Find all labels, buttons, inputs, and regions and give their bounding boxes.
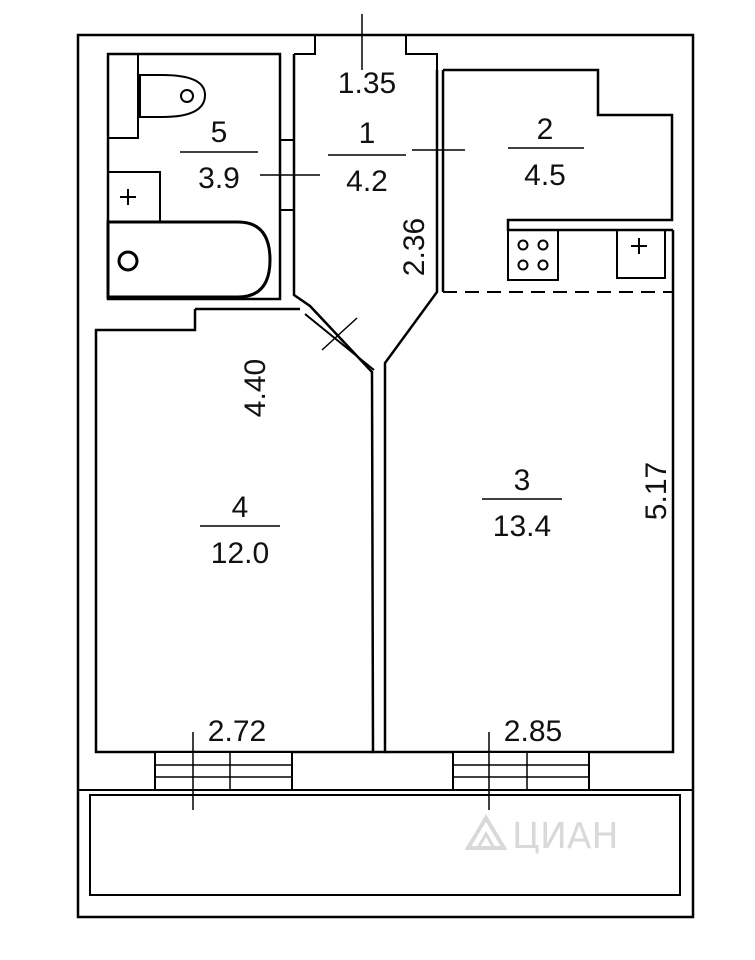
room-2-number: 2 — [537, 113, 554, 146]
room-4-number: 4 — [232, 491, 249, 524]
kitchen-sink-icon — [616, 229, 666, 279]
toilet-icon — [107, 53, 207, 139]
room-1-number: 1 — [359, 117, 376, 150]
room-4-area: 12.0 — [211, 537, 269, 570]
watermark-text: ЦИАН — [512, 816, 619, 857]
dim-hall-depth: 2.36 — [398, 218, 431, 276]
room-5-number: 5 — [211, 116, 228, 149]
dim-hall-width: 1.35 — [338, 67, 396, 100]
bathtub-icon — [106, 220, 272, 299]
dim-bedroom-depth: 4.40 — [239, 359, 272, 417]
cian-logo-icon — [464, 814, 508, 850]
dim-living-depth: 5.17 — [640, 462, 673, 520]
balcony — [77, 789, 694, 918]
stove-icon — [507, 229, 559, 281]
window-living — [452, 751, 590, 791]
living-room — [385, 230, 675, 754]
room-3-number: 3 — [514, 464, 531, 497]
room-1-area: 4.2 — [346, 165, 388, 198]
sink-icon — [107, 171, 161, 223]
bedroom — [94, 307, 373, 754]
room-5-area: 3.9 — [198, 162, 240, 195]
dimension-lines — [180, 14, 584, 810]
window-bedroom — [154, 751, 293, 791]
room-3-area: 13.4 — [493, 510, 551, 543]
room-2-area: 4.5 — [524, 159, 566, 192]
kitchen — [441, 68, 674, 293]
dim-bedroom-window: 2.72 — [208, 715, 266, 748]
dim-living-window: 2.85 — [504, 715, 562, 748]
